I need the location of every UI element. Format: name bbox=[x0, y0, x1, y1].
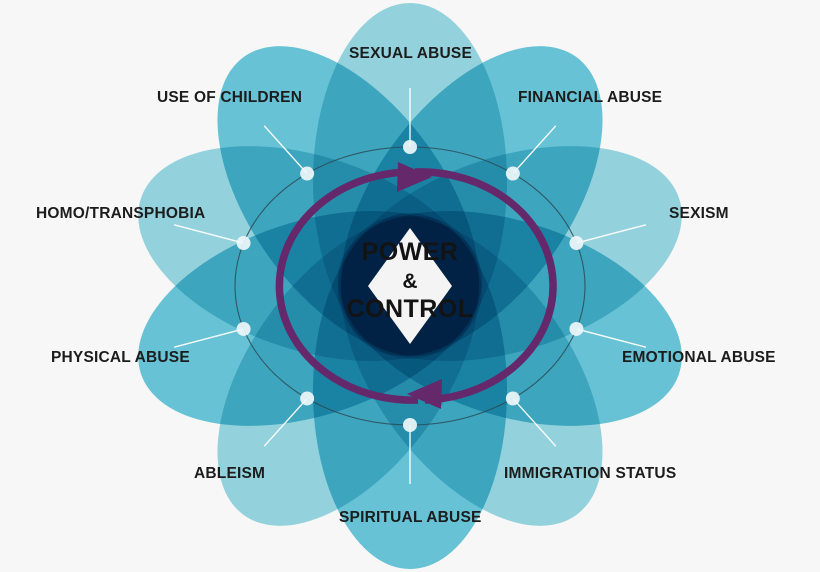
connector-line-group bbox=[173, 88, 647, 484]
arrow-arc-left bbox=[275, 168, 419, 404]
connector-emotional-abuse bbox=[576, 328, 647, 348]
node-physical-abuse[interactable] bbox=[236, 321, 251, 336]
label-physical-abuse: PHYSICAL ABUSE bbox=[51, 349, 190, 366]
connector-use-of-children bbox=[263, 125, 308, 175]
label-sexual-abuse: SEXUAL ABUSE bbox=[349, 45, 472, 62]
label-sexism: SEXISM bbox=[669, 205, 729, 222]
label-homo-transphobia: HOMO/TRANSPHOBIA bbox=[36, 205, 206, 222]
node-emotional-abuse[interactable] bbox=[569, 321, 584, 336]
node-financial-abuse[interactable] bbox=[505, 166, 520, 181]
label-financial-abuse: FINANCIAL ABUSE bbox=[518, 89, 663, 106]
connector-immigration-status bbox=[512, 397, 557, 447]
arrowhead-top-right bbox=[397, 162, 432, 192]
node-sexual-abuse[interactable] bbox=[403, 140, 417, 154]
power-control-arrow-ring bbox=[275, 162, 557, 409]
node-use-of-children[interactable] bbox=[300, 166, 315, 181]
label-emotional-abuse: EMOTIONAL ABUSE bbox=[622, 349, 776, 366]
label-ableism: ABLEISM bbox=[194, 465, 266, 482]
arrowhead-bottom-left bbox=[407, 379, 442, 409]
center-core-diamond bbox=[368, 228, 452, 344]
label-immigration-status: IMMIGRATION STATUS bbox=[504, 465, 677, 482]
node-homo-transphobia[interactable] bbox=[236, 236, 251, 251]
connector-physical-abuse bbox=[173, 328, 244, 348]
connector-sexism bbox=[576, 224, 647, 244]
connector-financial-abuse bbox=[512, 125, 557, 175]
node-ableism[interactable] bbox=[300, 391, 315, 406]
connector-homo-transphobia bbox=[173, 224, 244, 244]
node-spiritual-abuse[interactable] bbox=[403, 418, 417, 432]
node-immigration-status[interactable] bbox=[505, 391, 520, 406]
label-use-of-children: USE OF CHILDREN bbox=[157, 89, 303, 106]
arrow-arc-right bbox=[414, 168, 557, 404]
node-group bbox=[236, 140, 584, 432]
connector-ableism bbox=[263, 397, 308, 447]
node-sexism[interactable] bbox=[569, 236, 584, 251]
label-spiritual-abuse: SPIRITUAL ABUSE bbox=[339, 509, 482, 526]
